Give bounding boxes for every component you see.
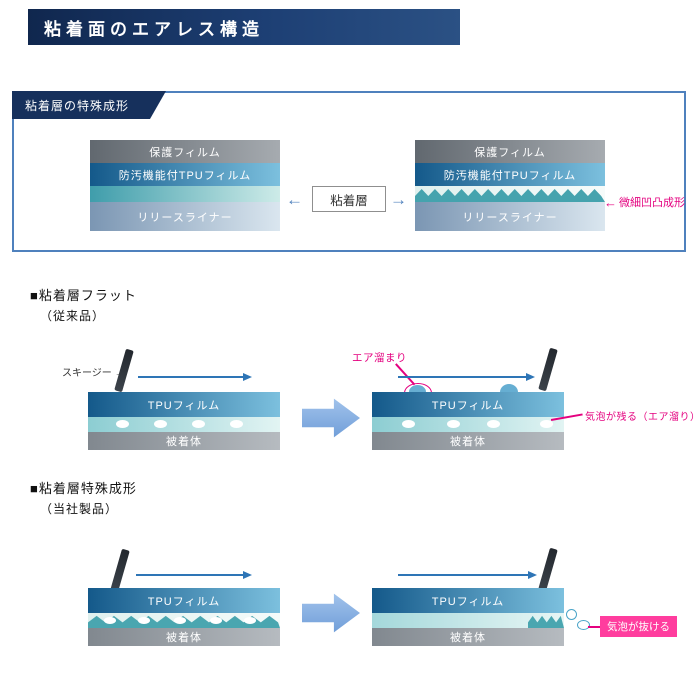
protection-film-layer: 保護フィルム (90, 140, 280, 163)
adhesive-layer (88, 417, 280, 432)
special-section-heading: ■粘着層特殊成形 (30, 481, 137, 496)
release-liner-layer: リリースライナー (90, 202, 280, 231)
squeegee (538, 547, 558, 592)
air-bubble (192, 420, 205, 428)
motion-arrow (136, 570, 252, 579)
texture-annotation: ← 微細凹凸成形 (604, 194, 685, 210)
arrow-left-icon: ← (286, 190, 303, 209)
adherend-label: 被着体 (450, 436, 486, 448)
air-bubble (116, 420, 129, 428)
page-title: 粘着面のエアレス構造 (44, 19, 264, 40)
tpu-film-label: TPUフィルム (431, 595, 505, 608)
release-liner-label: リリースライナー (137, 211, 233, 224)
air-bubble (138, 617, 150, 624)
motion-arrow (138, 372, 252, 381)
tpu-film-label: 防汚機能付TPUフィルム (118, 169, 252, 182)
tpu-film-layer: TPUフィルム (372, 384, 564, 417)
adhesive-layer-textured (415, 186, 605, 202)
transition-arrow (302, 593, 360, 633)
motion-arrow (398, 570, 537, 579)
air-bubble (104, 617, 116, 624)
diagram-special-after: TPUフィルム 被着体 (372, 588, 564, 646)
zigzag-texture (528, 615, 564, 628)
transition-arrow (302, 398, 360, 438)
adhesive-layer-textured (88, 613, 280, 628)
stack-textured-sample: 保護フィルム 防汚機能付TPUフィルム リリースライナー (415, 140, 605, 231)
page-title-bar: 粘着面のエアレス構造 (28, 9, 460, 45)
adherend-label: 被着体 (450, 632, 486, 644)
squeegee (110, 548, 130, 593)
tpu-film-label: 防汚機能付TPUフィルム (443, 169, 577, 182)
tpu-film-layer: 防汚機能付TPUフィルム (415, 163, 605, 186)
release-liner-label: リリースライナー (462, 211, 558, 224)
arrow-right-icon: → (390, 190, 407, 209)
diagram-special-before: TPUフィルム 被着体 (88, 588, 280, 646)
motion-arrow (398, 372, 535, 381)
tpu-film-layer: TPUフィルム (88, 392, 280, 417)
adherend-layer: 被着体 (372, 628, 564, 646)
air-pocket-label: エア溜まり (352, 352, 407, 364)
adherend-layer: 被着体 (88, 628, 280, 646)
zigzag-texture (415, 189, 605, 202)
adherend-label: 被着体 (166, 436, 202, 448)
stack-flat-sample: 保護フィルム 防汚機能付TPUフィルム リリースライナー (90, 140, 280, 231)
tpu-film-layer: TPUフィルム (372, 588, 564, 613)
adhesive-layer-callout-label: 粘着層 (330, 193, 368, 208)
adherend-layer: 被着体 (372, 432, 564, 450)
air-bump (409, 385, 426, 392)
air-bubble (174, 617, 186, 624)
texture-annotation-label: 微細凹凸成形 (619, 197, 685, 209)
adhesive-layer (372, 417, 564, 432)
tpu-film-label: TPUフィルム (147, 399, 221, 412)
protection-film-label: 保護フィルム (474, 146, 546, 159)
air-bubble (210, 617, 222, 624)
air-bubble (230, 420, 243, 428)
adherend-label: 被着体 (166, 632, 202, 644)
diagram-flat-before: TPUフィルム 被着体 (88, 392, 280, 450)
annotation-line (588, 626, 600, 628)
escaping-bubble (566, 609, 577, 620)
flat-section-subheading: （従来品） (40, 309, 106, 323)
tpu-film-layer: TPUフィルム (88, 588, 280, 613)
air-bubble (447, 420, 460, 428)
tpu-film-label: TPUフィルム (147, 595, 221, 608)
structure-tag: 粘着層の特殊成形 (12, 91, 166, 119)
tpu-film-label: TPUフィルム (431, 399, 505, 412)
air-bubble (154, 420, 167, 428)
air-bump (500, 384, 518, 392)
squeegee-label: スキージー → (62, 368, 125, 379)
air-bubble (402, 420, 415, 428)
squeegee (538, 347, 558, 392)
special-section-subheading: （当社製品） (40, 502, 119, 516)
air-bubble (540, 420, 553, 428)
adherend-layer: 被着体 (88, 432, 280, 450)
structure-tag-label: 粘着層の特殊成形 (25, 98, 130, 113)
protection-film-label: 保護フィルム (149, 146, 221, 159)
arrow-left-icon: ← (604, 194, 617, 210)
adhesive-layer-callout: 粘着層 (312, 186, 386, 212)
bubble-escapes-note: 気泡が抜ける (600, 616, 677, 637)
adhesive-layer-flat (90, 186, 280, 202)
tpu-film-layer: 防汚機能付TPUフィルム (90, 163, 280, 186)
air-bubble (244, 617, 256, 624)
flat-section-heading: ■粘着層フラット (30, 288, 137, 303)
adhesive-layer-compressed (372, 613, 564, 628)
air-bubble (487, 420, 500, 428)
protection-film-layer: 保護フィルム (415, 140, 605, 163)
bubble-remains-note: 気泡が残る（エア溜り） (585, 412, 700, 423)
diagram-flat-after: TPUフィルム 被着体 (372, 384, 564, 450)
escaping-bubble (577, 620, 590, 630)
release-liner-layer: リリースライナー (415, 202, 605, 231)
